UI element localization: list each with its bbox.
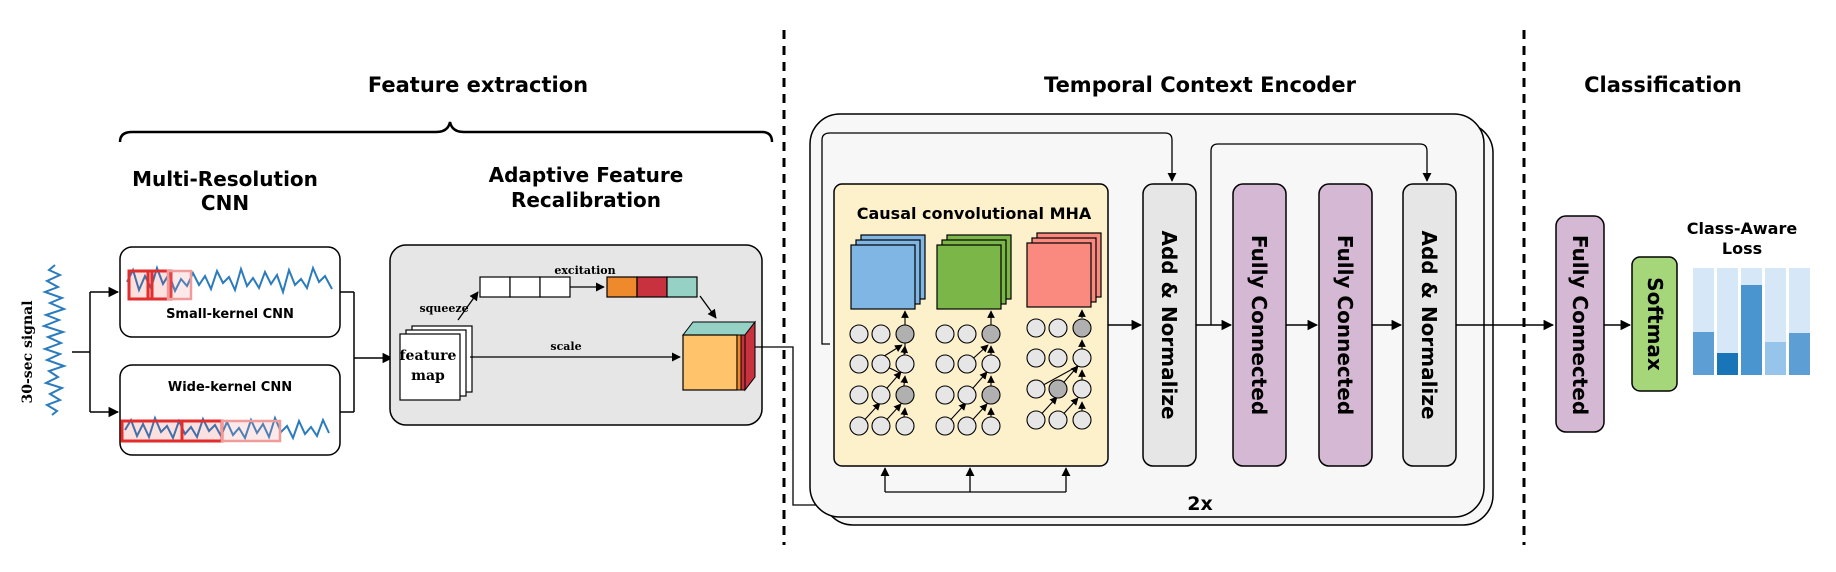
- section-title-temporal-context-encoder: Temporal Context Encoder: [1044, 73, 1357, 97]
- fully-connected-2-label: Fully Connected: [1333, 235, 1357, 415]
- causal-conv-grid-3: [1026, 309, 1092, 430]
- excitation-label: excitation: [554, 264, 615, 277]
- softmax-box: [1631, 256, 1678, 392]
- small-kernel-signal: [126, 264, 333, 296]
- wide-kernel-window-1: [120, 419, 184, 443]
- attention-head-1: [850, 234, 926, 310]
- input-signal-waveform: [41, 264, 68, 416]
- scale-label: scale: [550, 340, 581, 353]
- feature-map-label-line1: feature: [400, 348, 457, 364]
- softmax-label: Softmax: [1643, 277, 1667, 371]
- mrcnn-title-line2: CNN: [201, 191, 249, 215]
- attention-head-3: [1026, 232, 1102, 308]
- mha-title: Causal convolutional MHA: [857, 204, 1092, 223]
- residual-connection-1: [821, 132, 1177, 345]
- residual-connection-2: [1210, 143, 1432, 325]
- class-aware-loss-line2: Loss: [1722, 239, 1762, 258]
- afr-title-line2: Recalibration: [511, 188, 661, 212]
- small-kernel-window-1: [127, 269, 154, 301]
- wide-kernel-label: Wide-kernel CNN: [168, 380, 292, 395]
- excitation-vector: [606, 276, 698, 298]
- squeeze-vector: [479, 276, 571, 298]
- causal-conv-grid-2: [935, 310, 1001, 436]
- feature-extraction-brace: [118, 121, 774, 143]
- excitation-to-output-arrow: [699, 295, 717, 319]
- classifier-fully-connected-label: Fully Connected: [1568, 235, 1592, 415]
- small-kernel-window-2: [146, 269, 173, 301]
- feature-map-layer-1: [399, 333, 461, 401]
- squeeze-arrow: [457, 291, 479, 321]
- wide-kernel-window-2: [180, 419, 224, 443]
- squeeze-label: squeeze: [419, 302, 468, 315]
- class-aware-loss-icon: [1693, 268, 1810, 375]
- causal-conv-grid-1: [849, 310, 915, 436]
- section-title-classification: Classification: [1584, 73, 1742, 97]
- add-normalize-2-label: Add & Normalize: [1417, 230, 1441, 419]
- classifier-fully-connected-box: [1555, 215, 1605, 433]
- afr-title-line1: Adaptive Feature: [489, 163, 684, 187]
- add-normalize-1-label: Add & Normalize: [1157, 230, 1181, 419]
- input-signal-label: 30-sec signal: [20, 300, 36, 403]
- attention-head-2: [936, 234, 1012, 310]
- class-aware-loss-line1: Class-Aware: [1687, 219, 1798, 238]
- mha-input-bus: [884, 472, 1067, 493]
- wide-kernel-window-3: [220, 419, 282, 443]
- fully-connected-1-label: Fully Connected: [1247, 235, 1271, 415]
- mrcnn-title-line1: Multi-Resolution: [132, 167, 318, 191]
- small-kernel-label: Small-kernel CNN: [166, 307, 294, 322]
- small-kernel-window-3: [166, 269, 193, 301]
- section-title-feature-extraction: Feature extraction: [368, 73, 588, 97]
- feature-map-label-line2: map: [411, 368, 445, 384]
- recalibrated-feature-cube: [681, 320, 757, 392]
- repeat-count-label: 2x: [1187, 493, 1212, 515]
